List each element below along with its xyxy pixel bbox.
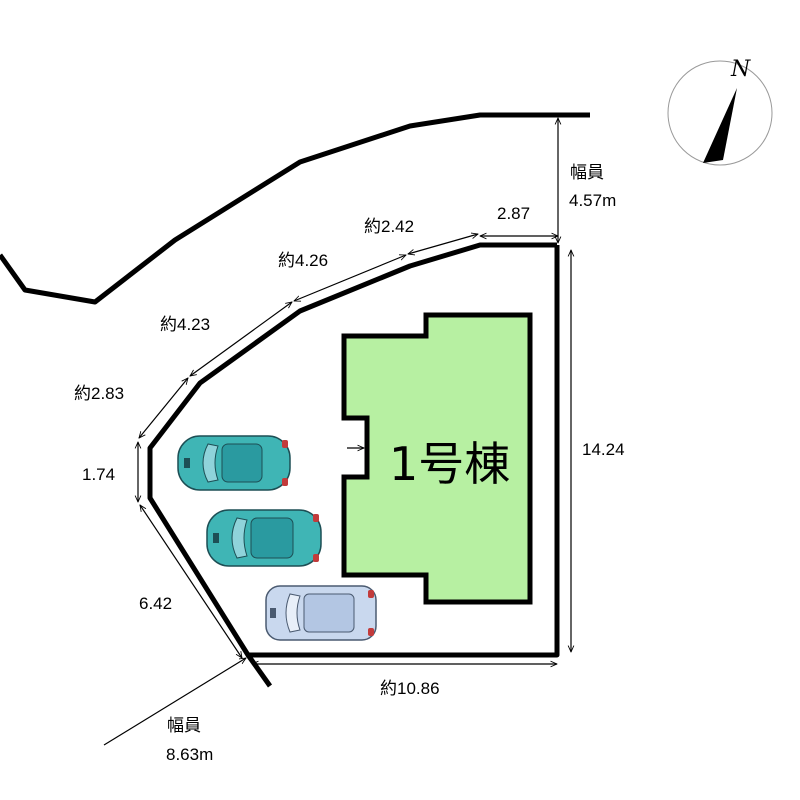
north-road-edge xyxy=(0,112,590,305)
compass-circle xyxy=(667,60,773,166)
dim-text-top-2: 約4.26 xyxy=(278,251,328,270)
dim-line-top-1 xyxy=(408,234,478,254)
dim-text-top-right: 2.87 xyxy=(497,204,530,223)
southwest-road-width: 8.63m xyxy=(166,745,213,764)
car-2 xyxy=(206,509,322,567)
dim-text-top-4: 約2.83 xyxy=(74,384,124,403)
north-road-label: 幅員 xyxy=(570,163,604,182)
north-compass: N xyxy=(667,57,773,166)
lot-corner-extension xyxy=(245,653,273,688)
building-label: 1号棟 xyxy=(389,437,510,491)
dim-text-left: 1.74 xyxy=(82,465,115,484)
compass-north-label: N xyxy=(730,57,751,82)
north-road-width: 4.57m xyxy=(569,191,616,210)
car-1 xyxy=(177,435,291,491)
dim-text-bottom: 約10.86 xyxy=(380,679,440,698)
dim-line-top-4 xyxy=(139,378,188,438)
north-arrow-icon xyxy=(703,88,737,163)
dim-text-right: 14.24 xyxy=(582,440,625,459)
southwest-road-label: 幅員 xyxy=(167,716,201,735)
dim-line-top-3 xyxy=(190,302,292,376)
car-3 xyxy=(265,585,377,641)
dim-text-top-1: 約2.42 xyxy=(364,217,414,236)
building-footprint xyxy=(341,312,533,605)
dim-text-top-3: 約4.23 xyxy=(160,315,210,334)
dim-line-southwest-road xyxy=(103,658,246,746)
dim-text-lower-left: 6.42 xyxy=(139,594,172,613)
dim-line-top-2 xyxy=(294,255,406,301)
dim-line-lower-left xyxy=(140,505,242,658)
